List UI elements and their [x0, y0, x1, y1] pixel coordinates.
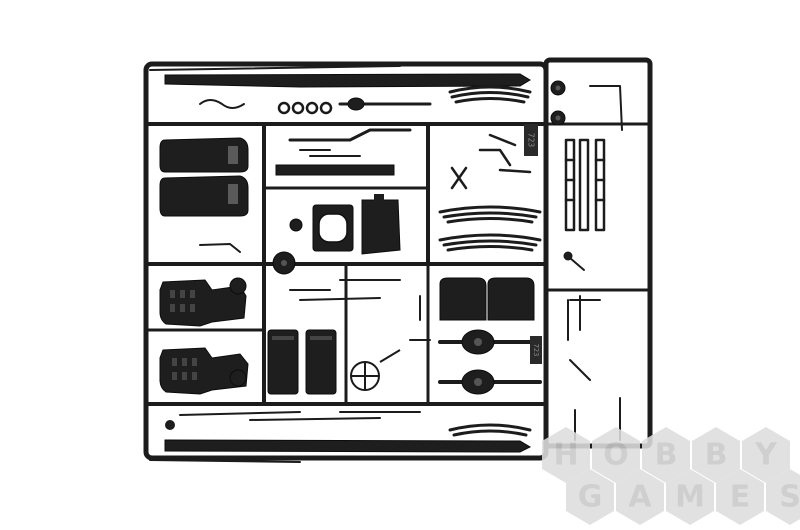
watermark-letter: B — [655, 438, 678, 473]
sprue-number-tag: 723 — [524, 124, 538, 156]
right-column-levers — [563, 251, 621, 441]
steering-wheel — [350, 349, 401, 391]
watermark-line-1: H O B B Y — [542, 427, 790, 483]
right-column-wheels — [550, 80, 623, 131]
engine-block-lower — [159, 347, 249, 395]
watermark-letter: O — [603, 438, 629, 473]
watermark-hex — [542, 427, 590, 483]
fender-lower — [159, 175, 249, 217]
watermark-hex — [666, 469, 714, 525]
rear-axle-upper — [438, 329, 542, 355]
chassis-rail-top — [149, 65, 531, 88]
front-axle — [199, 97, 432, 111]
radiator-part — [312, 204, 354, 252]
cab-panel-left — [439, 277, 487, 321]
watermark-letter: Y — [754, 438, 778, 473]
hub-disc — [272, 218, 303, 275]
watermark-hex — [692, 427, 740, 483]
watermark-hex — [642, 427, 690, 483]
seat-left — [267, 329, 299, 395]
watermark-hex — [766, 469, 800, 525]
watermark-line-2: G A M E S — [566, 469, 800, 525]
grille-part — [361, 194, 401, 255]
sprue-number-label: 723 — [527, 133, 536, 148]
chassis-rail-bottom — [149, 439, 532, 463]
crossmember-parts — [275, 128, 412, 176]
leaf-spring-bottom — [448, 423, 532, 437]
sprue-number-tag-2: 723 — [530, 336, 542, 364]
watermark-hex — [616, 469, 664, 525]
cab-panel-right — [487, 277, 535, 321]
rod-parts — [165, 243, 431, 430]
watermark-letter: G — [578, 480, 603, 515]
leaf-spring-middle — [438, 205, 542, 252]
watermark-letter: H — [553, 438, 578, 473]
fender-upper — [159, 137, 249, 173]
watermark-hex — [742, 427, 790, 483]
rear-axle-lower — [438, 369, 542, 395]
watermark-letter: B — [705, 438, 728, 473]
watermark-letter: M — [675, 480, 705, 515]
hobby-games-watermark: H O B B Y G A M E S — [542, 427, 800, 525]
watermark-letter: A — [628, 480, 652, 515]
seat-right — [305, 329, 337, 395]
sprue-number-label-2: 723 — [532, 344, 540, 357]
right-column-ladders — [564, 138, 606, 232]
watermark-hex — [592, 427, 640, 483]
sprue-frame — [143, 57, 653, 461]
spring-shackles — [450, 133, 532, 190]
ring-parts — [277, 101, 333, 115]
leaf-spring-top — [448, 85, 532, 104]
engine-block-upper — [159, 277, 247, 327]
watermark-letter: E — [730, 480, 751, 515]
watermark-hex — [716, 469, 764, 525]
watermark-hex — [566, 469, 614, 525]
watermark-letter: S — [779, 480, 800, 515]
